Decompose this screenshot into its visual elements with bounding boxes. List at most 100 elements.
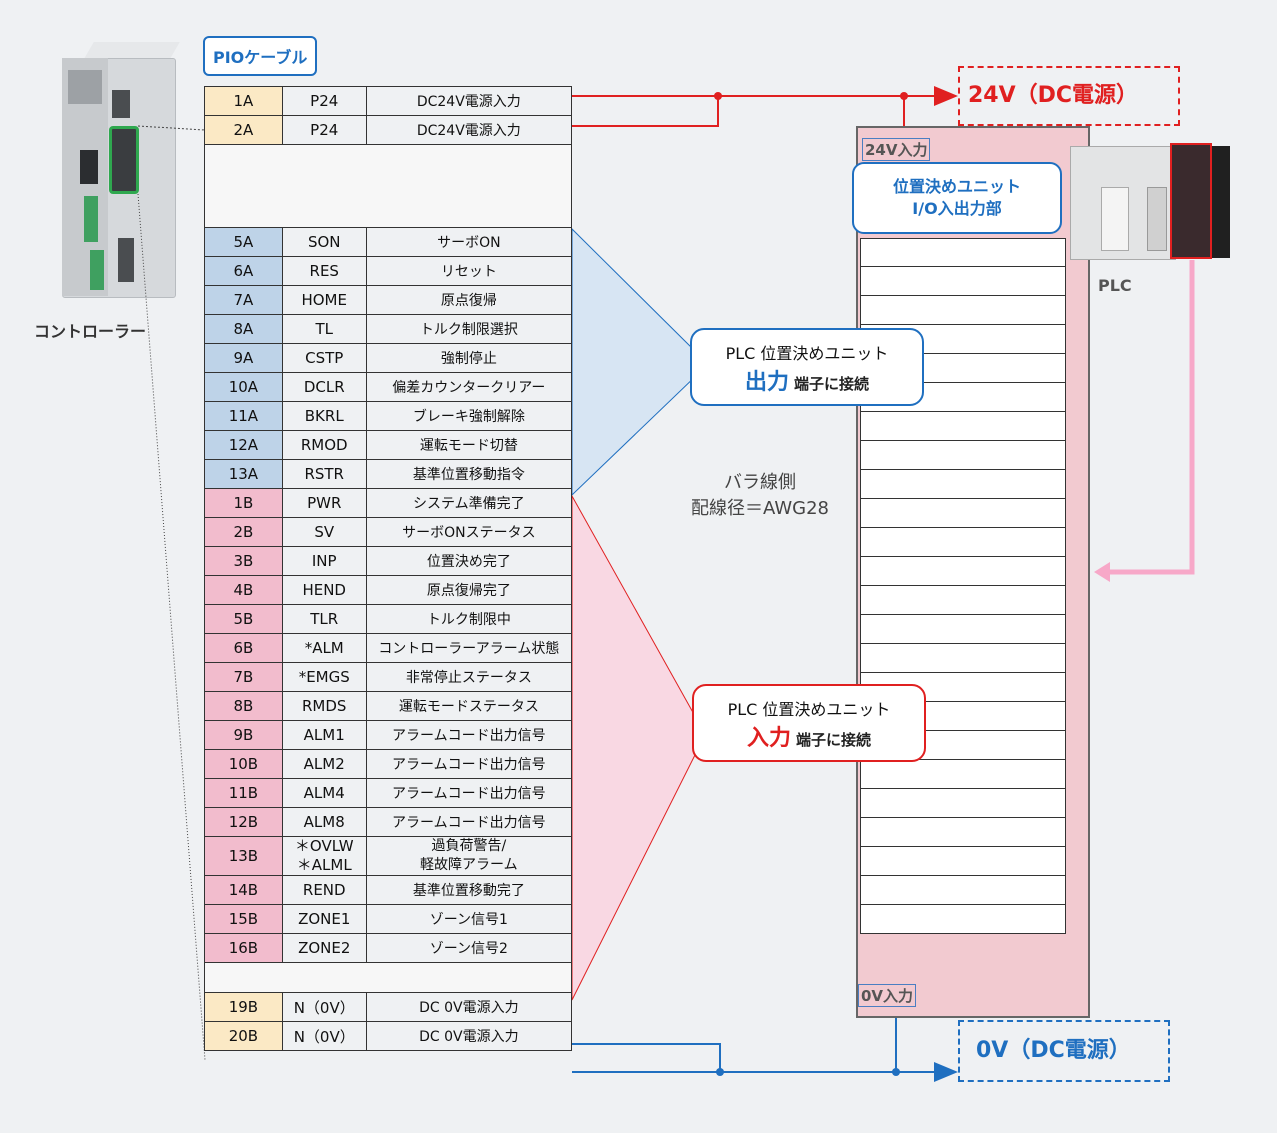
pin-cell: 10A xyxy=(204,372,283,402)
desc-cell: DC24V電源入力 xyxy=(365,86,573,116)
pin-cell: 6B xyxy=(204,633,283,663)
signal-cell: *EMGS xyxy=(281,662,367,692)
signal-cell: P24 xyxy=(281,115,367,145)
desc-cell: DC 0V電源入力 xyxy=(365,992,573,1022)
signal-cell: P24 xyxy=(281,86,367,116)
desc-cell: 基準位置移動完了 xyxy=(365,875,573,905)
callout-big: 入力 xyxy=(746,726,791,751)
pin-cell: 9B xyxy=(204,720,283,750)
pin-cell: 4B xyxy=(204,575,283,605)
signal-cell: DCLR xyxy=(281,372,367,402)
desc-cell: アラームコード出力信号 xyxy=(365,807,573,837)
desc-cell: 運転モード切替 xyxy=(365,430,573,460)
pin-cell: 2A xyxy=(204,115,283,145)
desc-cell: 原点復帰完了 xyxy=(365,575,573,605)
pio-connector-highlight xyxy=(109,126,139,194)
controller-label: コントローラー xyxy=(33,322,146,341)
signal-cell: TLR xyxy=(281,604,367,634)
desc-cell: アラームコード出力信号 xyxy=(365,778,573,808)
table-row: 1A P24 DC24V電源入力 xyxy=(204,86,573,116)
table-row: 2A P24 DC24V電源入力 xyxy=(204,115,573,145)
signal-cell: INP xyxy=(281,546,367,576)
signal-line: ＊ALML xyxy=(296,856,352,874)
desc-cell: DC24V電源入力 xyxy=(365,115,573,145)
blank-row xyxy=(204,144,572,228)
input-0v-tag: 0V入力 xyxy=(858,984,917,1007)
desc-cell: ブレーキ強制解除 xyxy=(365,401,573,431)
desc-cell: サーボONステータス xyxy=(365,517,573,547)
desc-cell: ゾーン信号2 xyxy=(365,933,573,963)
pin-cell: 7B xyxy=(204,662,283,692)
pin-cell: 5A xyxy=(204,227,283,257)
plc-image xyxy=(1070,146,1176,260)
pin-cell: 13A xyxy=(204,459,283,489)
callout-line: PLC 位置決めユニット xyxy=(725,344,889,363)
signal-cell: TL xyxy=(281,314,367,344)
pin-cell: 12A xyxy=(204,430,283,460)
pin-cell: 19B xyxy=(204,992,283,1022)
wire-note-line1: バラ線側 xyxy=(724,472,796,493)
signal-cell: PWR xyxy=(281,488,367,518)
desc-cell: 過負荷警告/軽故障アラーム xyxy=(365,836,573,876)
pin-cell: 3B xyxy=(204,546,283,576)
desc-line: 軽故障アラーム xyxy=(420,857,518,873)
pin-cell: 1A xyxy=(204,86,283,116)
desc-cell: 原点復帰 xyxy=(365,285,573,315)
arrow-0v xyxy=(934,1062,958,1082)
unit-title-box: 位置決めユニット I/O入出力部 xyxy=(852,162,1062,234)
plc-label: PLC xyxy=(1098,276,1132,295)
pin-cell: 14B xyxy=(204,875,283,905)
desc-cell: トルク制限中 xyxy=(365,604,573,634)
signal-cell: ＊OVLW＊ALML xyxy=(281,836,367,876)
desc-cell: サーボON xyxy=(365,227,573,257)
plc-arrow xyxy=(1094,562,1110,582)
power-24v-box: 24V（DC電源） xyxy=(958,66,1180,126)
table-row: 13B ＊OVLW＊ALML 過負荷警告/軽故障アラーム xyxy=(204,836,573,876)
signal-cell: REND xyxy=(281,875,367,905)
signal-line: ＊OVLW xyxy=(294,837,354,855)
pio-cable-label: PIOケーブル xyxy=(203,36,318,76)
desc-cell: DC 0V電源入力 xyxy=(365,1021,573,1051)
signal-cell: RMDS xyxy=(281,691,367,721)
pin-cell: 11A xyxy=(204,401,283,431)
pin-cell: 15B xyxy=(204,904,283,934)
arrow-24v xyxy=(934,86,958,106)
pin-cell: 2B xyxy=(204,517,283,547)
signal-cell: ALM2 xyxy=(281,749,367,779)
desc-cell: ゾーン信号1 xyxy=(365,904,573,934)
unit-title-line1: 位置決めユニット xyxy=(892,177,1021,196)
pin-cell: 13B xyxy=(204,836,283,876)
pin-cell: 8B xyxy=(204,691,283,721)
signal-cell: ALM4 xyxy=(281,778,367,808)
signal-cell: *ALM xyxy=(281,633,367,663)
desc-cell: アラームコード出力信号 xyxy=(365,749,573,779)
desc-cell: リセット xyxy=(365,256,573,286)
plc-module-highlight xyxy=(1170,143,1212,259)
signal-cell: SV xyxy=(281,517,367,547)
desc-cell: 基準位置移動指令 xyxy=(365,459,573,489)
pin-cell: 9A xyxy=(204,343,283,373)
desc-cell: コントローラーアラーム状態 xyxy=(365,633,573,663)
signal-cell: ALM8 xyxy=(281,807,367,837)
callout-big: 出力 xyxy=(744,370,789,395)
output-wedge xyxy=(571,227,701,497)
power-0v-box: 0V（DC電源） xyxy=(958,1020,1170,1082)
unit-title-line2: I/O入出力部 xyxy=(912,199,1002,218)
pin-cell: 20B xyxy=(204,1021,283,1051)
signal-cell: N（0V） xyxy=(281,992,367,1022)
signal-cell: ALM1 xyxy=(281,720,367,750)
